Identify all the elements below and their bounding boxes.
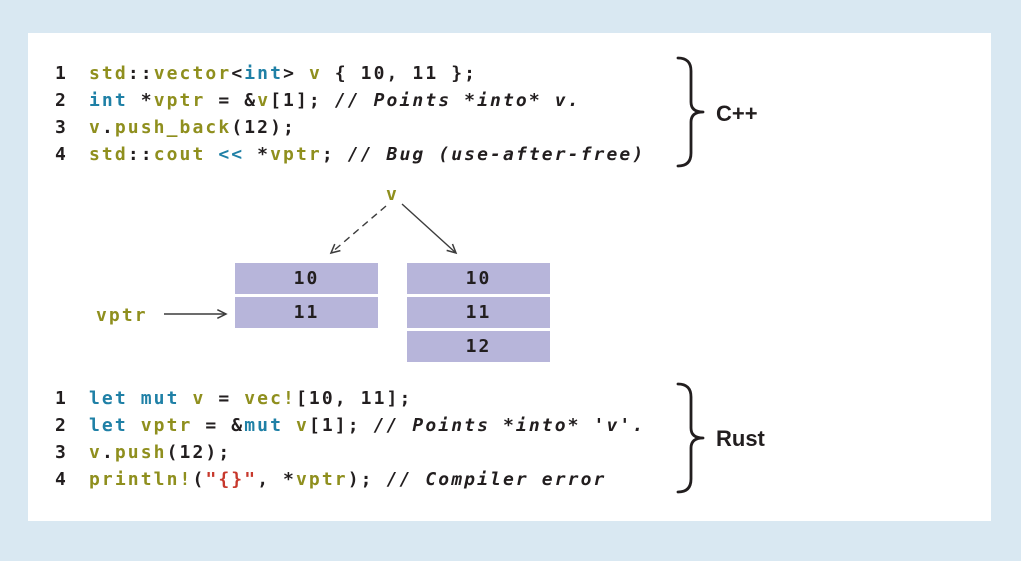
code-token: // Bug (use-after-free)	[347, 144, 646, 165]
code-token: push	[114, 442, 167, 463]
new-vector-cell: 12	[407, 331, 550, 362]
code-line: 1 std::vector<int> v { 10, 11 };	[55, 60, 645, 87]
code-token: v	[89, 117, 102, 138]
line-number: 3	[55, 442, 68, 463]
code-token: vec!	[244, 388, 296, 409]
line-number: 2	[55, 90, 68, 111]
code-token: vptr	[270, 144, 322, 165]
code-token: int	[89, 90, 128, 111]
code-token	[205, 144, 218, 165]
code-token: ::	[127, 63, 154, 84]
code-token: { 10, 11 };	[321, 63, 478, 84]
line-number: 1	[55, 63, 68, 84]
v-to-old-arrow-dashed	[329, 205, 387, 255]
code-token: );	[347, 469, 387, 490]
code-line: 4 println!("{}", *vptr); // Compiler erro…	[55, 466, 645, 493]
code-token: println!	[89, 469, 193, 490]
code-token: .	[101, 442, 115, 463]
code-token	[283, 415, 296, 436]
line-number: 4	[55, 469, 68, 490]
code-token: = &	[192, 415, 245, 436]
code-token: [1];	[270, 90, 335, 111]
code-line: 4 std::cout << *vptr; // Bug (use-after-f…	[55, 141, 645, 168]
code-token: ::	[127, 144, 154, 165]
code-token: vptr	[296, 469, 348, 490]
code-token: "{}"	[205, 469, 258, 490]
code-token: (12);	[166, 442, 232, 463]
code-token: <	[231, 63, 245, 84]
old-vector-cell: 11	[235, 297, 378, 328]
code-token: mut	[244, 415, 284, 436]
code-token: (	[192, 469, 206, 490]
code-token: // Points *into* 'v'.	[373, 415, 646, 436]
code-token: *	[127, 90, 154, 111]
new-vector-cell: 10	[407, 263, 550, 294]
cpp-brace	[676, 56, 705, 168]
code-token: v	[257, 90, 271, 111]
code-token: std	[89, 144, 128, 165]
code-line: 2 int *vptr = &v[1]; // Points *into* v.	[55, 87, 645, 114]
line-number: 4	[55, 144, 68, 165]
code-token: mut	[140, 388, 180, 409]
vptr-label: vptr	[96, 305, 148, 326]
code-token	[180, 388, 193, 409]
code-line: 2 let vptr = &mut v[1]; // Points *into* …	[55, 412, 645, 439]
code-token: [10, 11];	[296, 388, 413, 409]
code-token: vptr	[153, 90, 206, 111]
code-token: vptr	[140, 415, 193, 436]
code-token: v	[89, 442, 102, 463]
code-token: >	[283, 63, 309, 84]
code-token: v	[296, 415, 309, 436]
code-token: let	[89, 415, 128, 436]
code-token: *	[244, 144, 271, 165]
code-token: <<	[218, 144, 245, 165]
code-text: v.push_back(12);	[89, 114, 296, 141]
v-label: v	[386, 184, 399, 205]
code-token: cout	[153, 144, 206, 165]
cpp-label: C++	[716, 101, 758, 126]
code-text: let vptr = &mut v[1]; // Points *into* '…	[89, 412, 645, 439]
code-line: 1 let mut v = vec![10, 11];	[55, 385, 645, 412]
v-to-new-arrow	[401, 203, 458, 255]
code-token: .	[101, 117, 115, 138]
code-token	[128, 415, 141, 436]
code-token: vector	[153, 63, 232, 84]
line-number: 2	[55, 415, 68, 436]
code-text: std::vector<int> v { 10, 11 };	[89, 60, 477, 87]
rust-brace	[676, 382, 705, 494]
code-token: let	[89, 388, 128, 409]
code-token: int	[244, 63, 284, 84]
code-token: v	[192, 388, 206, 409]
code-token: , *	[257, 469, 296, 490]
code-text: let mut v = vec![10, 11];	[89, 385, 412, 412]
code-token: =	[205, 388, 245, 409]
old-vector-cell: 10	[235, 263, 378, 294]
code-text: println!("{}", *vptr); // Compiler error	[89, 466, 607, 493]
code-token: [1];	[308, 415, 374, 436]
code-token: = &	[205, 90, 258, 111]
code-token: std	[89, 63, 128, 84]
code-token: // Compiler error	[386, 469, 607, 490]
code-token: ;	[321, 144, 348, 165]
line-number: 3	[55, 117, 68, 138]
code-token: v	[308, 63, 322, 84]
rust-label: Rust	[716, 426, 765, 451]
code-token	[128, 388, 141, 409]
new-vector-cell: 11	[407, 297, 550, 328]
code-token: push_back	[114, 117, 232, 138]
code-text: v.push(12);	[89, 439, 231, 466]
code-token: (12);	[231, 117, 296, 138]
code-text: int *vptr = &v[1]; // Points *into* v.	[89, 87, 581, 114]
code-text: std::cout << *vptr; // Bug (use-after-fr…	[89, 141, 645, 168]
code-token: // Points *into* v.	[334, 90, 581, 111]
line-number: 1	[55, 388, 68, 409]
